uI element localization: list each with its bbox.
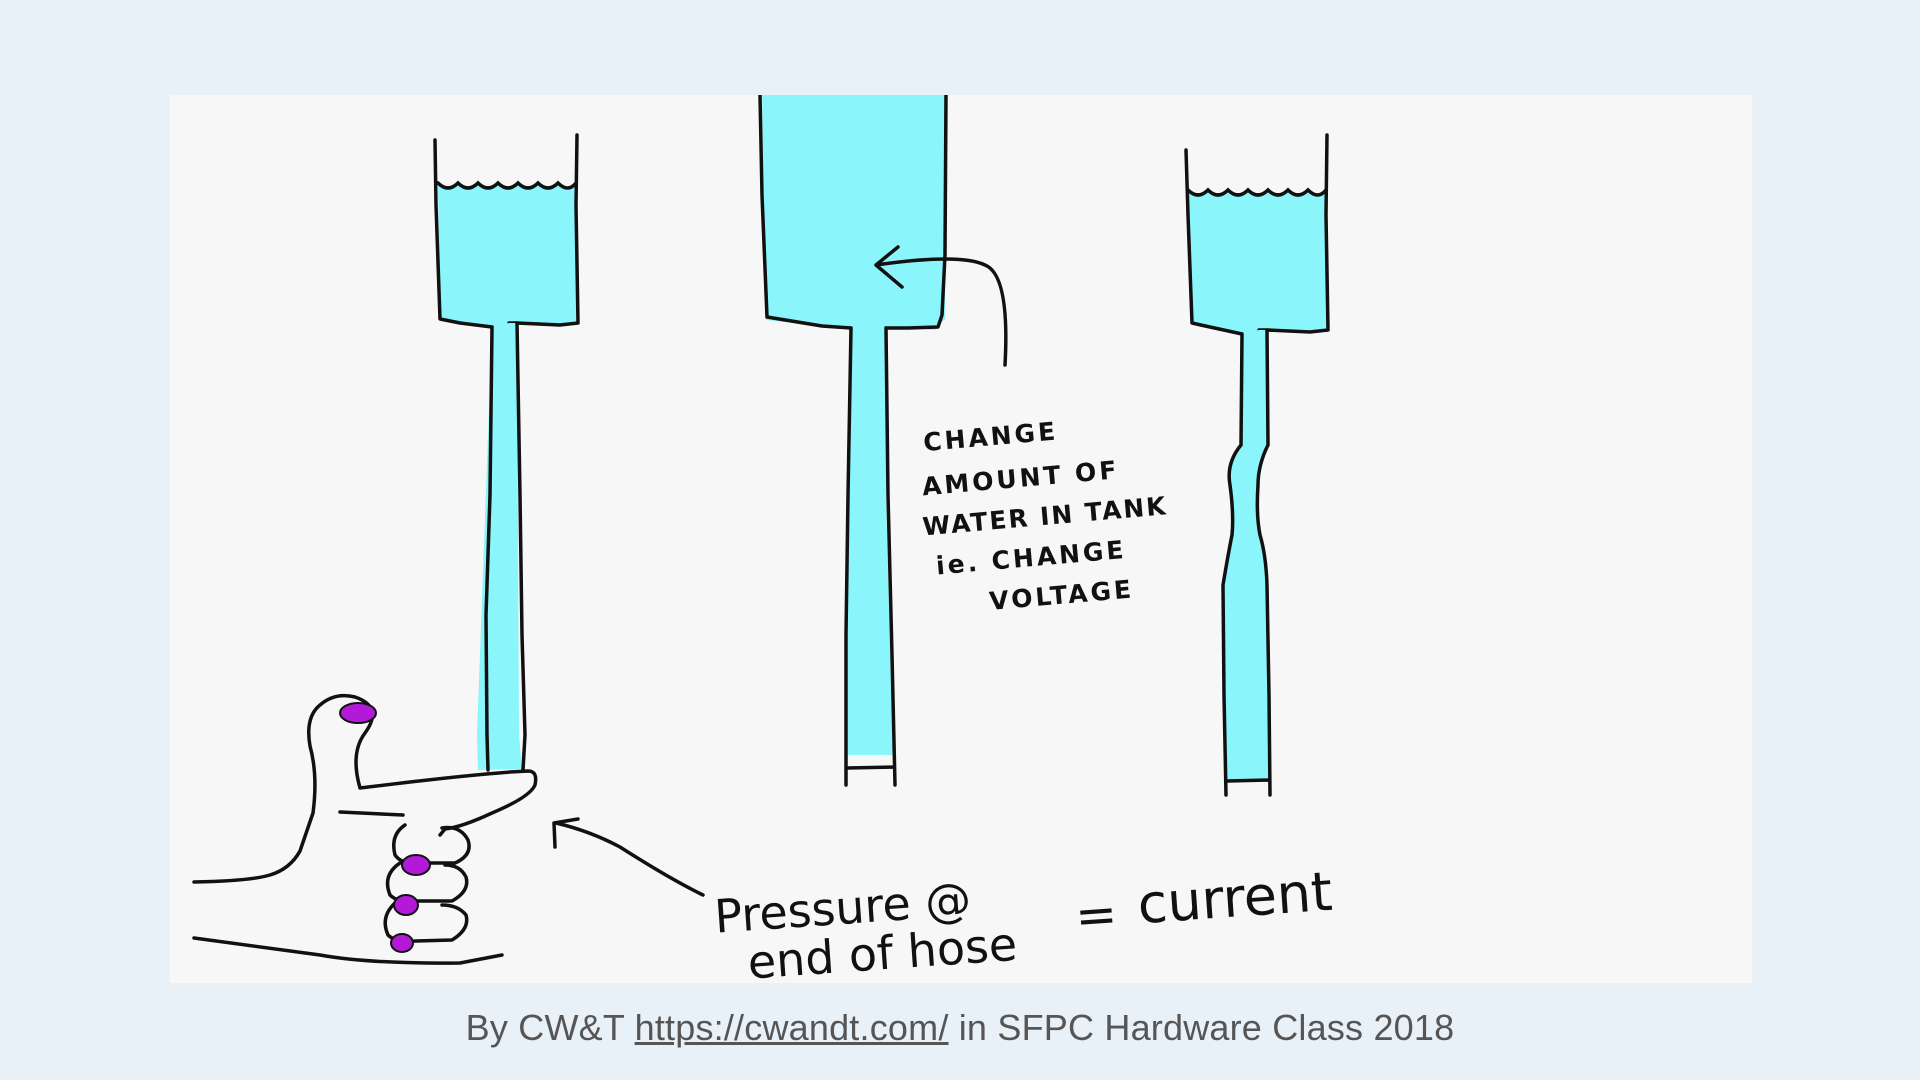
left-hose-outline [484,321,527,772]
middle-label-line-4: ie. CHANGE [935,535,1128,581]
middle-tank-outline [758,95,948,330]
left-tank [433,133,580,772]
hand-fingers [383,823,471,944]
right-hose-water [1223,330,1271,781]
ring-nail [390,933,414,953]
bottom-annotation-arrow [552,817,705,897]
bottom-label: Pressure @ end of hose = current [713,860,1335,983]
middle-nail [393,894,419,916]
middle-hose-outline [844,326,897,787]
index-nail [401,854,431,876]
water-analogy-diagram: CHANGE AMOUNT OF WATER IN TANK ie. CHANG… [192,95,1335,983]
left-tank-water [438,183,578,327]
bottom-label-equals: = [1073,885,1119,946]
middle-label-line-2: AMOUNT OF [921,455,1121,501]
caption-link[interactable]: https://cwandt.com/ [634,1007,949,1048]
middle-label-line-3: WATER IN TANK [921,491,1168,541]
right-tank [1184,133,1330,797]
right-tank-wave [1186,187,1328,197]
caption-prefix: By CW&T [465,1007,635,1048]
middle-tank [758,95,1008,787]
bottom-label-result: current [1135,860,1334,936]
right-hose-outline [1221,328,1272,797]
middle-hose-water [845,328,895,755]
left-hose-water [477,323,522,770]
caption-suffix: in SFPC Hardware Class 2018 [948,1007,1455,1048]
right-tank-water [1188,190,1328,334]
middle-tank-water [762,95,946,330]
middle-label-line-1: CHANGE [922,416,1059,457]
diagram-panel: CHANGE AMOUNT OF WATER IN TANK ie. CHANG… [170,95,1752,983]
image-credit-caption: By CW&T https://cwandt.com/ in SFPC Hard… [0,1007,1920,1049]
middle-label: CHANGE AMOUNT OF WATER IN TANK ie. CHANG… [921,416,1169,616]
thumb-nail [339,702,377,724]
middle-annotation-arrow [874,245,1008,367]
left-tank-wave [436,180,578,190]
middle-label-line-5: VOLTAGE [988,574,1135,616]
hand-drawing [192,693,538,965]
